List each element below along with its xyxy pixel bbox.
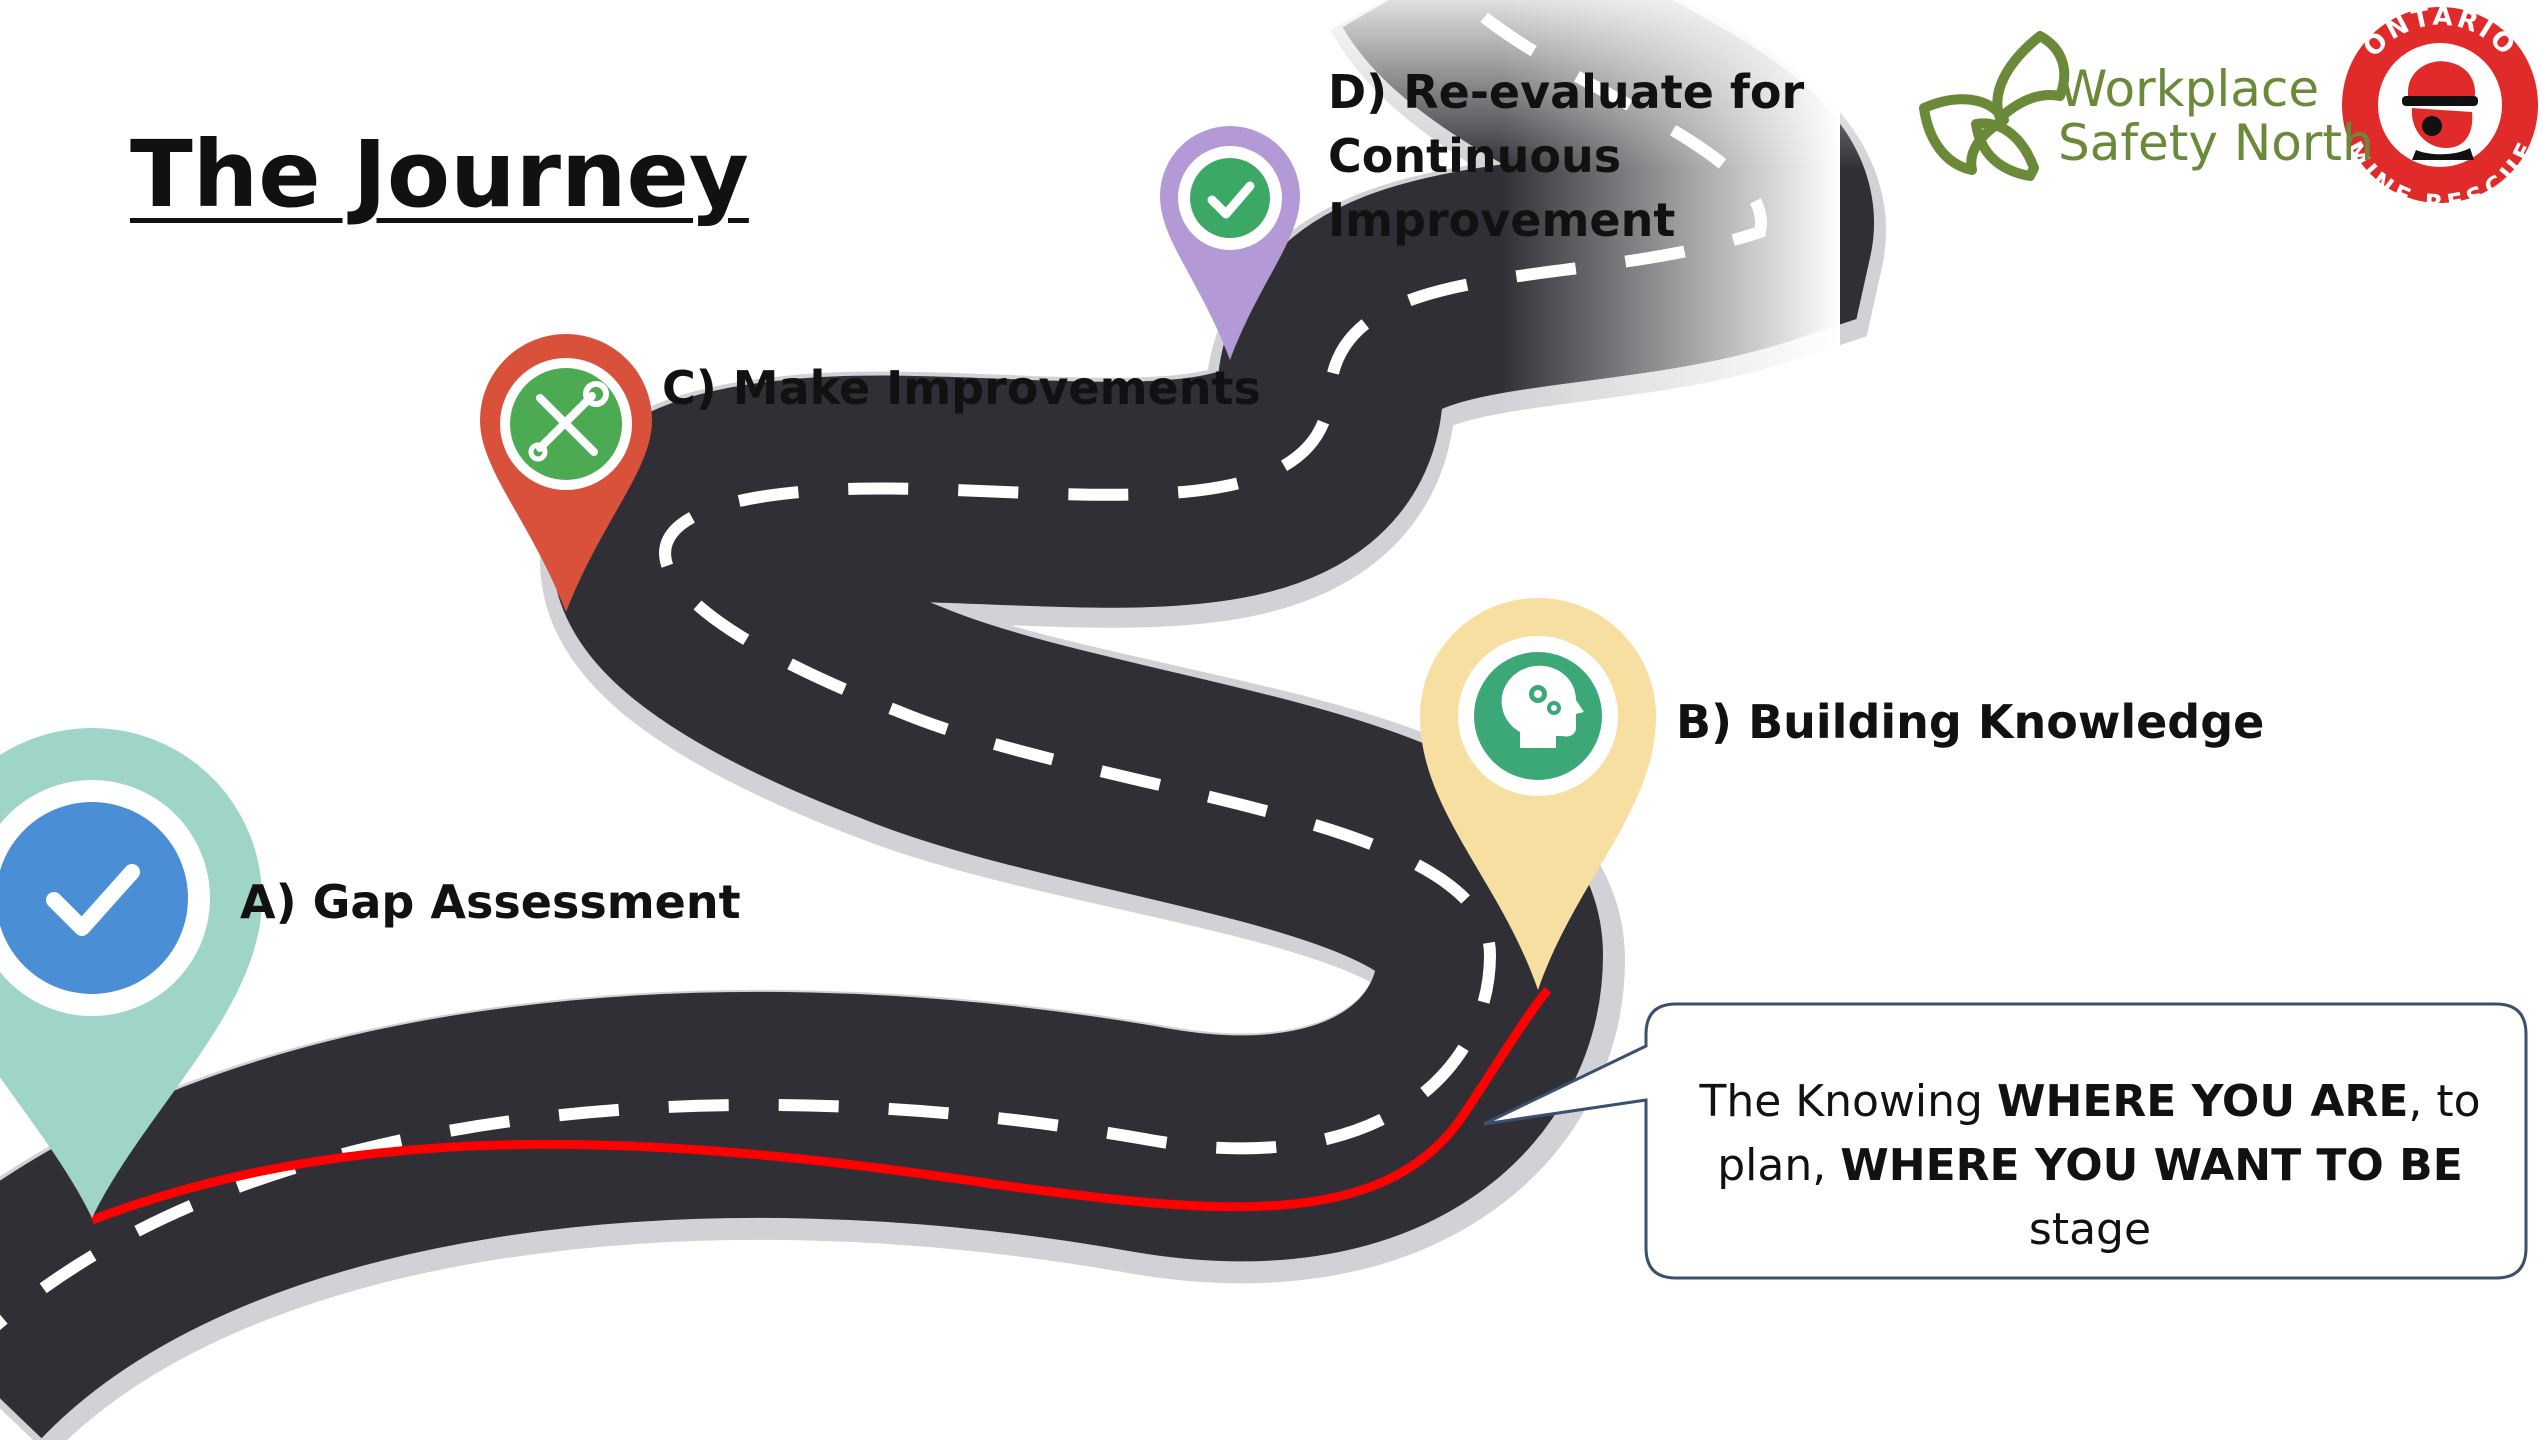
stage-d-label-line-1: D) Re-evaluate for — [1328, 65, 1805, 119]
slide-title: The Journey — [130, 121, 749, 228]
callout-line-1-post: , to — [2408, 1076, 2481, 1127]
pin-b — [1420, 598, 1656, 990]
callout-line-1: The Knowing WHERE YOU ARE, to — [1699, 1076, 2480, 1127]
highlighted-route — [90, 986, 1552, 1225]
pin-d-icon-bg — [1190, 158, 1270, 238]
stage-d-label-line-3: Improvement — [1328, 193, 1676, 247]
wsn-logo-line-2: Safety North — [2058, 114, 2374, 172]
stage-c-label: C) Make Improvements — [662, 361, 1261, 415]
stage-d-label: D) Re-evaluate for Continuous Improvemen… — [1328, 60, 1804, 252]
callout-line-2-pre: plan, — [1717, 1140, 1841, 1191]
check-icon — [1207, 181, 1255, 219]
trillium-icon — [1919, 31, 2070, 181]
stage-b-label: B) Building Knowledge — [1676, 695, 2265, 749]
callout-bubble — [1483, 1002, 2528, 1280]
pin-d — [1160, 126, 1300, 360]
head-gears-icon — [1501, 665, 1584, 748]
pin-a-icon-bg — [0, 802, 188, 994]
pin-c — [480, 334, 652, 612]
callout-line-1-emphasis: WHERE YOU ARE — [1996, 1076, 2409, 1127]
check-icon — [46, 864, 140, 936]
stage-a-label: A) Gap Assessment — [240, 875, 741, 929]
callout-line-2-emphasis: WHERE YOU WANT TO BE — [1840, 1140, 2463, 1191]
wsn-logo — [1919, 31, 2070, 181]
mine-rescuer-icon — [2402, 61, 2478, 160]
callout-line-1-pre: The Knowing — [1699, 1076, 1997, 1127]
callout-line-2-post: stage — [2028, 1204, 2152, 1255]
wsn-logo-line-1: Workplace — [2058, 60, 2320, 118]
stage-d-label-line-2: Continuous — [1328, 129, 1622, 183]
callout-text: The Knowing WHERE YOU ARE, to plan, WHER… — [1650, 1070, 2530, 1262]
wsn-logo-text: Workplace Safety North — [2058, 62, 2374, 170]
callout-line-2: plan, WHERE YOU WANT TO BE stage — [1717, 1140, 2463, 1255]
road-fade-top — [1200, 0, 1900, 170]
pin-a — [0, 728, 262, 1218]
wrench-screwdriver-icon — [528, 381, 609, 462]
